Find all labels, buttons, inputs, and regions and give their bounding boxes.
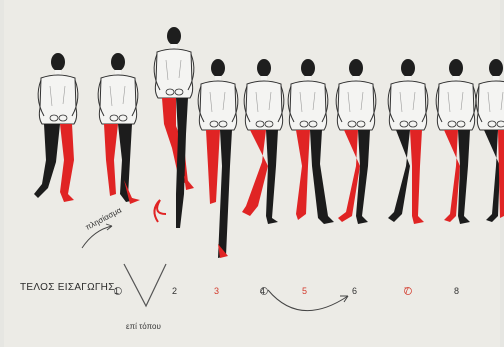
step-number-3: 3 xyxy=(214,286,219,296)
step-number-8: 8 xyxy=(454,286,459,296)
in-place-label: επί τόπου xyxy=(126,322,161,331)
intro-end-label: ΤΕΛΟΣ ΕΙΣΑΓΩΓΗΣ xyxy=(20,282,115,293)
step-number-2: 2 xyxy=(172,286,177,296)
step-number-7: 7 xyxy=(404,286,409,296)
step-number-1: 1 xyxy=(114,286,119,296)
step-number-5: 5 xyxy=(302,286,307,296)
step-number-4: 4 xyxy=(260,286,265,296)
step-number-6: 6 xyxy=(352,286,357,296)
